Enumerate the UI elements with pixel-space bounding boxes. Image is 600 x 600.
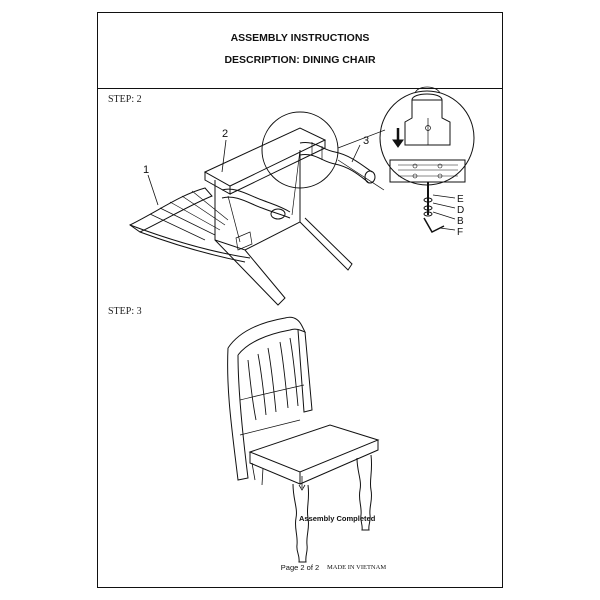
callout-3: 3 [363, 135, 369, 147]
page-number: Page 2 of 2 [0, 563, 600, 572]
hardware-label-b: B [457, 216, 464, 227]
hardware-label-d: D [457, 205, 464, 216]
assembly-completed-label: Assembly Completed [299, 514, 376, 523]
hardware-detail [379, 86, 475, 233]
page-total: 2 [315, 563, 320, 572]
step2-chair-drawing [129, 111, 386, 306]
callout-2: 2 [222, 128, 228, 140]
page-title: ASSEMBLY INSTRUCTIONS [230, 32, 370, 44]
step-3-label: STEP: 3 [108, 306, 142, 317]
header-divider [98, 88, 502, 89]
callout-1: 1 [143, 164, 149, 176]
callout-leaders [147, 139, 361, 206]
hardware-label-e: E [457, 194, 464, 205]
page-current: 2 [300, 563, 305, 572]
step-2-label: STEP: 2 [108, 94, 142, 105]
page-description: DESCRIPTION: DINING CHAIR [224, 54, 376, 66]
made-in-label: MADE IN VIETNAM [327, 564, 387, 571]
page-prefix: Page [280, 563, 299, 572]
page-of: of [306, 563, 313, 572]
hardware-label-f: F [457, 227, 463, 238]
step3-chair-drawing [227, 316, 380, 563]
page-frame: ASSEMBLY INSTRUCTIONS DESCRIPTION: DININ… [97, 12, 503, 588]
